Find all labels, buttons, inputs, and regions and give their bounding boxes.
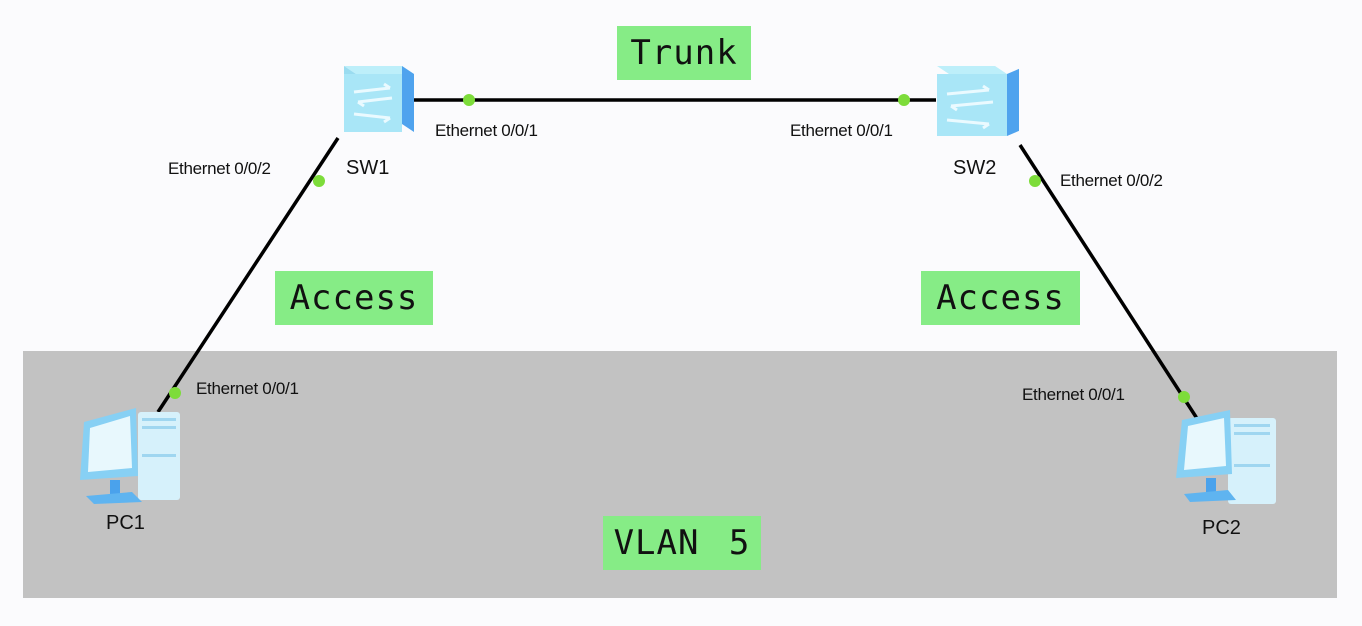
port-dot-sw1-trunk: [463, 94, 475, 106]
access-tag-right: Access: [921, 271, 1080, 325]
computer-icon: [1176, 410, 1276, 504]
port-label-sw1-trunk: Ethernet 0/0/1: [435, 121, 538, 140]
switch-sw1[interactable]: [330, 58, 416, 138]
access-tag-left: Access: [275, 271, 433, 325]
port-dot-sw2-access: [1029, 175, 1041, 187]
port-label-sw2-access: Ethernet 0/0/2: [1060, 171, 1163, 190]
port-label-pc1: Ethernet 0/0/1: [196, 379, 299, 398]
port-dot-sw2-trunk: [898, 94, 910, 106]
access-link-left[interactable]: [156, 137, 340, 413]
trunk-tag: Trunk: [617, 26, 751, 80]
pc-pc1[interactable]: [76, 402, 186, 507]
pc-pc2[interactable]: [1172, 408, 1282, 513]
pc1-label: PC1: [106, 512, 145, 534]
port-dot-sw1-access: [313, 175, 325, 187]
switch-icon: [937, 66, 1021, 136]
port-label-pc2: Ethernet 0/0/1: [1022, 385, 1125, 404]
computer-icon: [80, 408, 180, 504]
sw2-label: SW2: [953, 157, 997, 179]
port-label-sw2-trunk: Ethernet 0/0/1: [790, 121, 893, 140]
access-link-right[interactable]: [1018, 144, 1200, 421]
vlan-tag: VLAN 5: [603, 516, 761, 570]
switch-icon: [344, 66, 414, 132]
pc2-label: PC2: [1202, 517, 1241, 539]
switch-sw2[interactable]: [933, 58, 1021, 148]
port-label-sw1-access: Ethernet 0/0/2: [168, 159, 271, 178]
port-dot-pc1: [169, 387, 181, 399]
port-dot-pc2: [1178, 391, 1190, 403]
sw1-label: SW1: [346, 157, 390, 179]
